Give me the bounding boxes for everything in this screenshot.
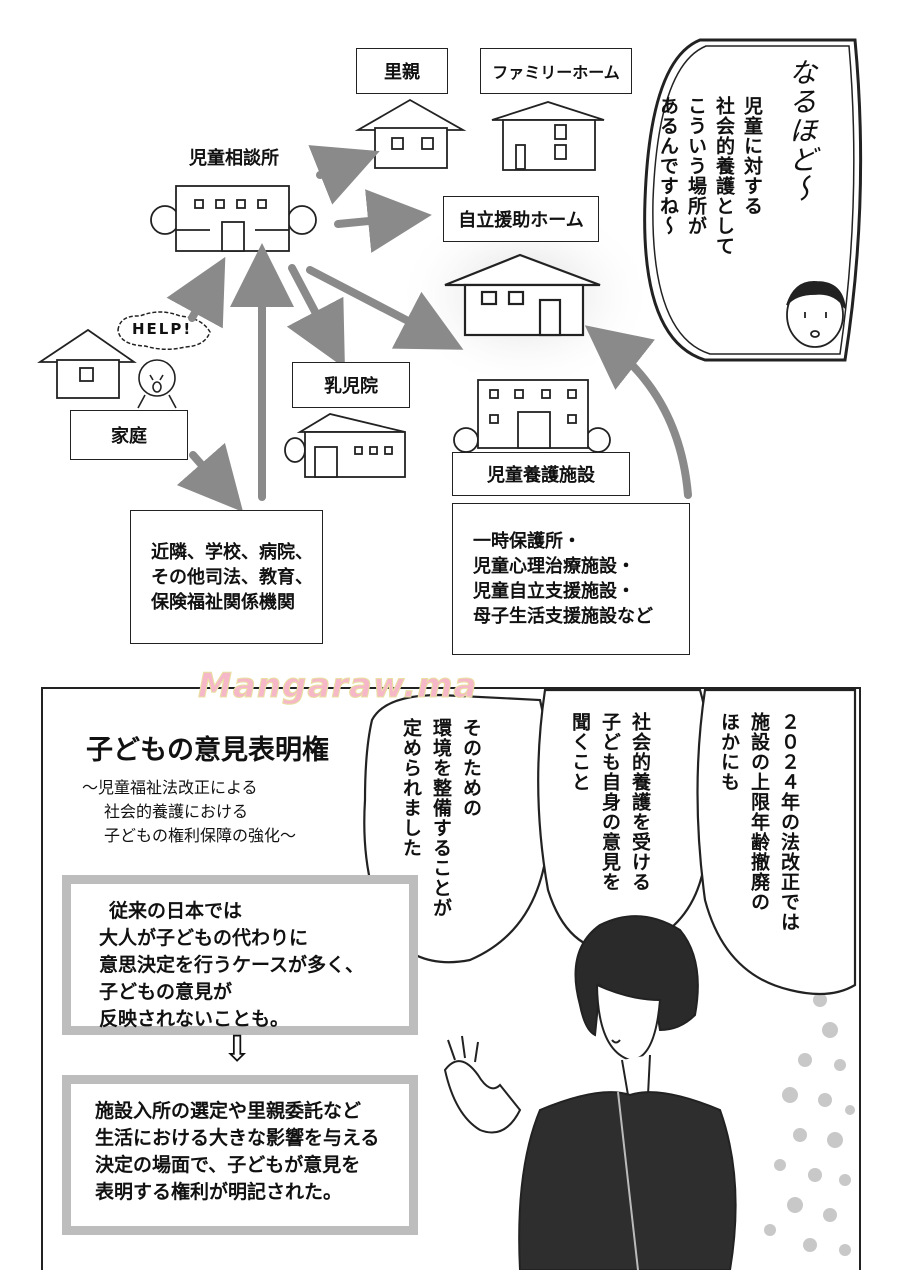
facility-line: 児童自立支援施設・	[473, 581, 635, 602]
bubble-column: ２０２４年の法改正では	[778, 712, 800, 932]
source-line: 保険福祉関係機関	[151, 591, 295, 613]
family-home-house-icon	[491, 101, 605, 171]
katei-house-icon	[37, 328, 137, 399]
woman-character	[443, 915, 737, 1270]
bubble-right-text: ２０２４年の法改正では 施設の上限年齢撤廃の ほかにも	[716, 712, 802, 932]
top-speech-text: 児童に対する 社会的養護として こういう場所が あるんですね〜	[655, 96, 765, 256]
node-nyujiin: 乳児院	[292, 362, 410, 408]
bubble-middle-text: 社会的養護を受ける 子ども自身の意見を 聞くこと	[567, 712, 653, 892]
satooya-house-icon	[354, 98, 467, 169]
speech-column: こういう場所が	[685, 96, 707, 236]
speech-column: あるんですね〜	[657, 96, 679, 236]
jido-sodanjo-building-icon	[150, 185, 317, 252]
facility-line: 児童心理治療施設・	[473, 556, 635, 577]
help-text: HELP!	[132, 320, 193, 338]
before-line: 従来の日本では	[109, 900, 243, 922]
flow-arrows	[166, 145, 692, 513]
source-line: その他司法、教育、	[151, 566, 313, 588]
subtitle-line: 子どもの権利保障の強化〜	[104, 826, 297, 845]
bubble-column: 環境を整備することが	[430, 718, 452, 918]
facility-line: 一時保護所・	[473, 531, 581, 552]
speech-bubble-outline	[643, 38, 863, 362]
panel-title: 子どもの意見表明権	[86, 735, 329, 766]
node-yogo-shisetsu: 児童養護施設	[452, 452, 630, 496]
bubble-column: 定められました	[400, 718, 422, 858]
dot-texture	[764, 974, 855, 1256]
before-box: 従来の日本では 大人が子どもの代わりに 意思決定を行うケースが多く、 子どもの意…	[62, 875, 418, 1035]
speech-column: 児童に対する	[741, 96, 763, 216]
after-line: 決定の場面で、子どもが意見を	[95, 1154, 361, 1176]
source-box: 近隣、学校、病院、 その他司法、教育、 保険福祉関係機関	[130, 510, 323, 644]
jiritsu-home-house-icon	[444, 253, 601, 337]
before-line: 反映されないことも。	[99, 1008, 290, 1030]
bubble-column: 社会的養護を受ける	[629, 712, 651, 892]
facilities-box: 一時保護所・ 児童心理治療施設・ 児童自立支援施設・ 母子生活支援施設など	[452, 503, 690, 655]
bubble-right-outline	[696, 688, 857, 996]
bottom-panel-frame	[41, 687, 861, 1270]
bubble-column: ほかにも	[718, 712, 740, 792]
subtitle-line: 〜児童福祉法改正による	[82, 778, 258, 797]
crying-child-icon	[137, 359, 177, 409]
node-family-home: ファミリーホーム	[480, 48, 632, 94]
node-jiritsu-home: 自立援助ホーム	[443, 196, 599, 242]
subtitle-line: 社会的養護における	[104, 802, 249, 821]
bubble-left-text: そのための 環境を整備することが 定められました	[398, 718, 484, 918]
bubble-column: そのための	[460, 718, 482, 818]
after-line: 表明する権利が明記された。	[95, 1181, 343, 1203]
bubble-column: 聞くこと	[569, 712, 591, 792]
before-line: 意思決定を行うケースが多く、	[99, 954, 365, 976]
before-line: 大人が子どもの代わりに	[99, 927, 309, 949]
source-line: 近隣、学校、病院、	[151, 541, 313, 563]
yogo-shisetsu-building-icon	[453, 379, 611, 453]
node-jido-sodanjo: 児童相談所	[170, 136, 298, 178]
watermark: Mangaraw.ma	[198, 666, 478, 707]
bubble-column: 子ども自身の意見を	[599, 712, 621, 892]
before-line: 子どもの意見が	[99, 981, 233, 1003]
facility-line: 母子生活支援施設など	[473, 606, 653, 627]
node-katei: 家庭	[70, 410, 188, 460]
exclamation-text: なるほど〜	[785, 58, 818, 203]
panel-subtitle: 〜児童福祉法改正による 社会的養護における 子どもの権利保障の強化〜	[82, 776, 296, 848]
man-face-icon	[786, 281, 846, 348]
after-line: 施設入所の選定や里親委託など	[95, 1100, 362, 1122]
after-line: 生活における大きな影響を与える	[95, 1127, 380, 1149]
speech-column: 社会的養護として	[713, 96, 735, 256]
down-arrow-icon: ⇩	[222, 1029, 253, 1070]
node-satooya: 里親	[356, 48, 448, 94]
bubble-column: 施設の上限年齢撤廃の	[748, 712, 770, 912]
after-box: 施設入所の選定や里親委託など 生活における大きな影響を与える 決定の場面で、子ど…	[62, 1075, 418, 1235]
nyujiin-building-icon	[284, 413, 406, 478]
